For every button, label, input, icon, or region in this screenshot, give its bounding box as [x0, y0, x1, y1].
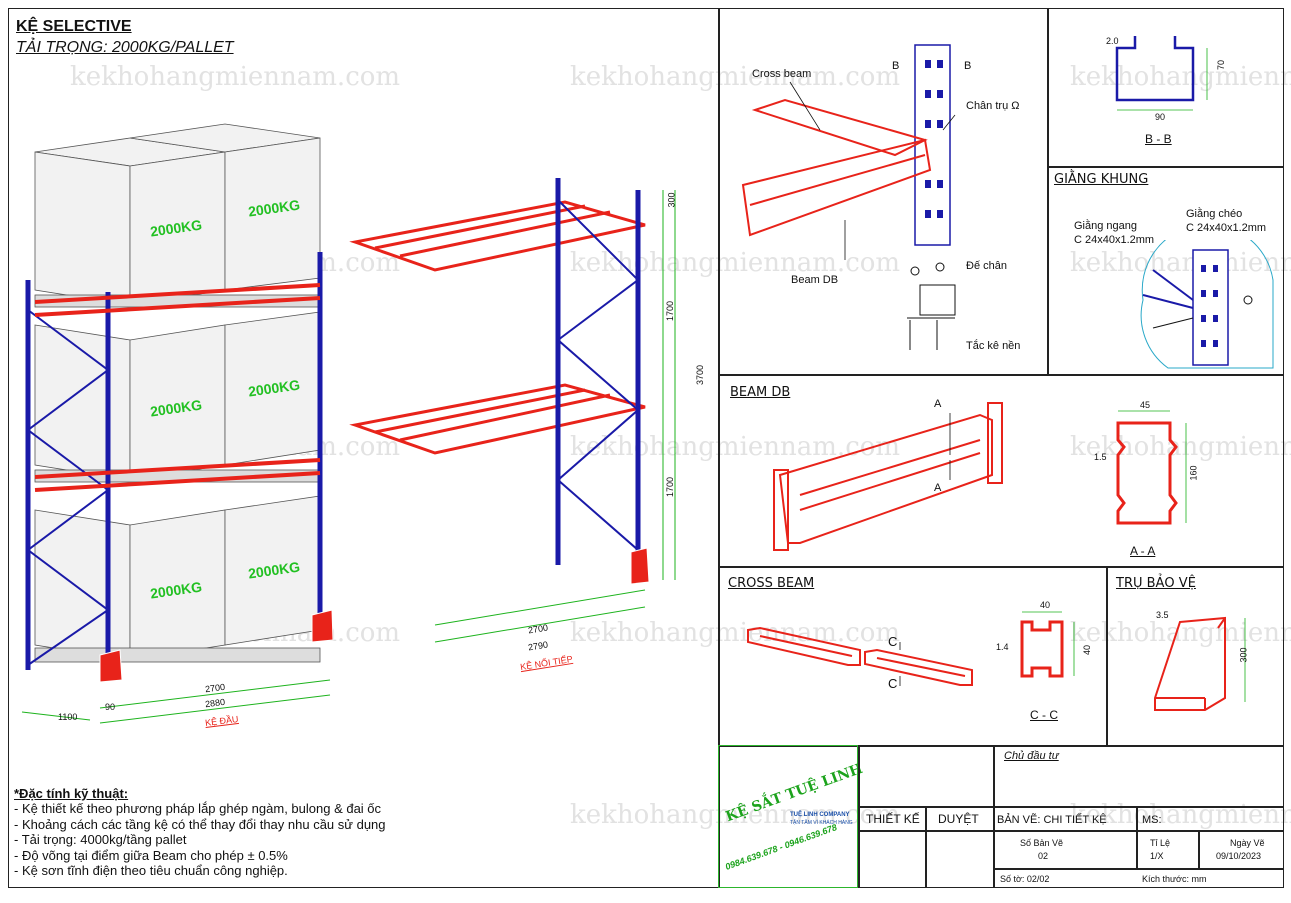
giang-khung-title: GIẰNG KHUNG: [1054, 172, 1149, 187]
watermark: kekhohangmiennam.com: [70, 62, 401, 92]
label-giang-cheo-spec: C 24x40x1.2mm: [1186, 222, 1267, 234]
drawing-frame: [8, 8, 1284, 888]
divider: [858, 830, 1284, 832]
label-tac-ke: Tắc kê nền: [966, 340, 1021, 352]
sheet-count: Số tờ: 02/02: [1000, 874, 1050, 884]
watermark: kekhohangmiennam.com: [570, 432, 901, 462]
cross-beam-drawing: [747, 626, 973, 686]
owner-label: Chủ đầu tư: [1004, 750, 1059, 762]
ms-label: MS:: [1142, 814, 1162, 826]
dim-2-0: 2.0: [1106, 36, 1119, 46]
specs-item: - Độ võng tại điểm giữa Beam cho phép ± …: [14, 847, 288, 863]
approver-label: DUYỆT: [938, 812, 979, 826]
label-section-a: A: [934, 398, 942, 410]
dim-70: 70: [1216, 59, 1227, 71]
company-slogan: TẬN TÂM VÌ KHÁCH HÀNG: [790, 820, 853, 826]
section-cc-caption: C - C: [1030, 708, 1058, 722]
divider: [718, 566, 1284, 568]
divider: [858, 745, 860, 888]
dim-40-a: 40: [1040, 600, 1051, 610]
company-name: TUỆ LINH COMPANY: [790, 812, 850, 818]
dim-1100: 1100: [58, 712, 78, 722]
divider: [1047, 8, 1049, 375]
section-bb-profile: [1115, 36, 1208, 111]
dim-160: 160: [1188, 465, 1199, 481]
section-cc-profile: [1020, 611, 1075, 678]
sheet-number: 02: [1038, 851, 1049, 861]
label-section-c: C: [888, 676, 898, 691]
label-chan-tru: Chân trụ Ω: [966, 100, 1020, 112]
assembly-detail: [741, 44, 956, 350]
specs-item: - Khoảng cách các tầng kệ có thể thay đổ…: [14, 816, 386, 832]
section-aa-profile: [1116, 410, 1187, 525]
watermark: kekhohangmiennam.com: [1070, 432, 1291, 462]
drawing-title: KỆ SELECTIVE: [16, 18, 132, 35]
dim-3700: 3700: [695, 364, 706, 386]
watermark: kekhohangmiennam.com: [1070, 248, 1291, 278]
divider: [1136, 806, 1138, 868]
label-section-b: B: [964, 60, 972, 72]
date-label: Ngày Vẽ: [1230, 838, 1265, 848]
dim-90: 90: [1155, 112, 1166, 122]
divider: [858, 806, 1284, 808]
watermark: kekhohangmiennam.com: [1070, 62, 1291, 92]
divider: [718, 745, 1284, 747]
watermark: kekhohangmiennam.com: [570, 618, 901, 648]
beam-db-drawing: [773, 402, 1003, 551]
beam-db-title: BEAM DB: [730, 385, 791, 400]
divider: [925, 806, 927, 888]
watermark: kekhohangmiennam.com: [570, 800, 901, 830]
section-aa-caption: A - A: [1130, 544, 1156, 558]
drawing-name: BẢN VẼ: CHI TIẾT KỆ: [997, 814, 1107, 826]
label-beam-db: Beam DB: [791, 274, 839, 286]
label-cross-beam: Cross beam: [752, 68, 812, 80]
rack-with-pallets: [21, 123, 334, 724]
tru-bao-ve-drawing: [1154, 616, 1246, 711]
divider: [1047, 166, 1284, 168]
scale-label: Tỉ Lệ: [1150, 838, 1171, 848]
giang-khung-detail: [1140, 240, 1274, 369]
divider: [718, 374, 1284, 376]
label-giang-ngang-spec: C 24x40x1.2mm: [1074, 234, 1155, 246]
date-value: 09/10/2023: [1216, 851, 1262, 861]
watermark: kekhohangmiennam.com: [1070, 800, 1291, 830]
cross-beam-title: CROSS BEAM: [728, 576, 815, 591]
specs-item: - Tải trọng: 4000kg/tầng pallet: [14, 832, 187, 848]
divider: [1106, 566, 1108, 746]
specs-item: - Kệ thiết kế theo phương pháp lắp ghép …: [14, 801, 382, 817]
dim-3-5: 3.5: [1156, 610, 1169, 620]
specs-item: - Kệ sơn tĩnh điện theo tiêu chuẩn công …: [14, 863, 288, 879]
tru-bao-ve-title: TRỤ BẢO VỆ: [1116, 576, 1196, 591]
specs: *Đặc tính kỹ thuật: - Kệ thiết kế theo p…: [14, 786, 386, 878]
dim-1-5: 1.5: [1094, 452, 1107, 462]
dim-90: 90: [105, 702, 116, 712]
label-giang-cheo: Giằng chéo: [1186, 208, 1243, 220]
divider: [1198, 830, 1200, 868]
specs-heading: *Đặc tính kỹ thuật:: [14, 786, 129, 801]
label-section-b: B: [892, 60, 900, 72]
rack-empty: [349, 178, 676, 643]
label-giang-ngang: Giằng ngang: [1074, 220, 1137, 232]
dim-1700-b: 1700: [665, 476, 676, 498]
dim-45: 45: [1140, 400, 1151, 410]
dim-300: 300: [1238, 647, 1249, 663]
scale-value: 1/X: [1150, 851, 1164, 861]
title-block-logo-box: [718, 745, 858, 888]
label-section-c: C: [888, 634, 898, 649]
section-bb-caption: B - B: [1145, 132, 1172, 146]
dim-1-4: 1.4: [996, 642, 1009, 652]
watermark: kekhohangmiennam.com: [570, 62, 901, 92]
label-section-a: A: [934, 482, 942, 494]
dim-300: 300: [666, 192, 677, 208]
label-de-chan: Đế chân: [966, 260, 1007, 272]
divider: [993, 745, 995, 888]
divider: [993, 868, 1284, 870]
designer-label: THIẾT KẾ: [866, 812, 920, 826]
divider: [718, 8, 720, 888]
unit-note: Kích thước: mm: [1142, 874, 1207, 884]
dim-1700-a: 1700: [665, 300, 676, 322]
load-subtitle: TẢI TRỌNG: 2000KG/PALLET: [16, 39, 234, 56]
dim-40-b: 40: [1082, 644, 1093, 656]
sheet-number-label: Số Bản Vẽ: [1020, 838, 1064, 848]
